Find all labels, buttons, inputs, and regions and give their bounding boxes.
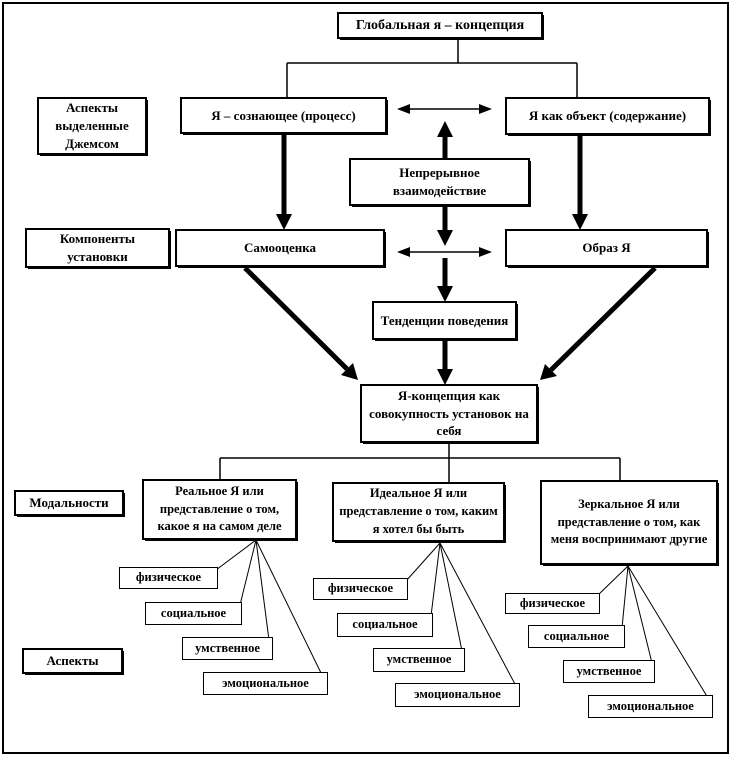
box-behavior-tendencies: Тенденции поведения bbox=[372, 301, 517, 340]
arrowhead-to-self-esteem bbox=[276, 214, 292, 230]
box-self-esteem: Самооценка bbox=[175, 229, 385, 267]
box-aspect-mental-g3: умственное bbox=[563, 660, 655, 683]
box-aspect-emotional-g2: эмоциональное bbox=[395, 683, 520, 707]
box-continuous-interaction: Непрерывное взаимодействие bbox=[349, 158, 530, 206]
arrowhead-left-mid bbox=[397, 247, 410, 257]
arrowhead-right-mid bbox=[479, 247, 492, 257]
arrowhead-right-top bbox=[479, 104, 492, 114]
box-aspect-social-g1: социальное bbox=[145, 602, 242, 625]
arrowhead-down-interaction bbox=[437, 230, 453, 246]
box-aspect-physical-g2: физическое bbox=[313, 578, 408, 600]
box-aspect-social-g3: социальное bbox=[528, 625, 625, 648]
box-aspect-physical-g1: физическое bbox=[119, 567, 218, 589]
box-self-concept-sum: Я-концепция как совокупность установок н… bbox=[360, 384, 538, 443]
label-aspects-james: Аспекты выделенные Джемсом bbox=[37, 97, 147, 155]
arrowhead-to-self-image bbox=[572, 214, 588, 230]
box-aspect-emotional-g1: эмоциональное bbox=[203, 672, 328, 695]
box-self-image: Образ Я bbox=[505, 229, 708, 267]
box-aspect-mental-g1: умственное bbox=[182, 637, 273, 660]
box-aspect-social-g2: социальное bbox=[337, 613, 433, 637]
box-aspect-mental-g2: умственное bbox=[373, 648, 465, 672]
box-ideal-self: Идеальное Я или представление о том, как… bbox=[332, 482, 505, 542]
box-self-as-object: Я как объект (содержание) bbox=[505, 97, 710, 135]
label-modalities: Модальности bbox=[14, 490, 124, 516]
arrowhead-diagonal-left bbox=[341, 363, 358, 380]
label-attitude-components: Компоненты установки bbox=[25, 228, 170, 268]
box-aspect-physical-g3: физическое bbox=[505, 593, 600, 614]
box-mirror-self: Зеркальное Я или представление о том, ка… bbox=[540, 480, 718, 565]
arrowhead-up-interaction bbox=[437, 121, 453, 137]
arrowhead-to-tendencies bbox=[437, 286, 453, 302]
box-real-self: Реальное Я или представление о том, како… bbox=[142, 479, 297, 540]
box-aspect-emotional-g3: эмоциональное bbox=[588, 695, 713, 718]
box-global-self-concept: Глобальная я – концепция bbox=[337, 12, 543, 39]
arrowhead-left-top bbox=[397, 104, 410, 114]
label-aspects: Аспекты bbox=[22, 648, 123, 674]
arrowhead-to-self-concept bbox=[437, 369, 453, 385]
box-self-conscious: Я – сознающее (процесс) bbox=[180, 97, 387, 134]
arrowhead-diagonal-right bbox=[540, 364, 557, 380]
